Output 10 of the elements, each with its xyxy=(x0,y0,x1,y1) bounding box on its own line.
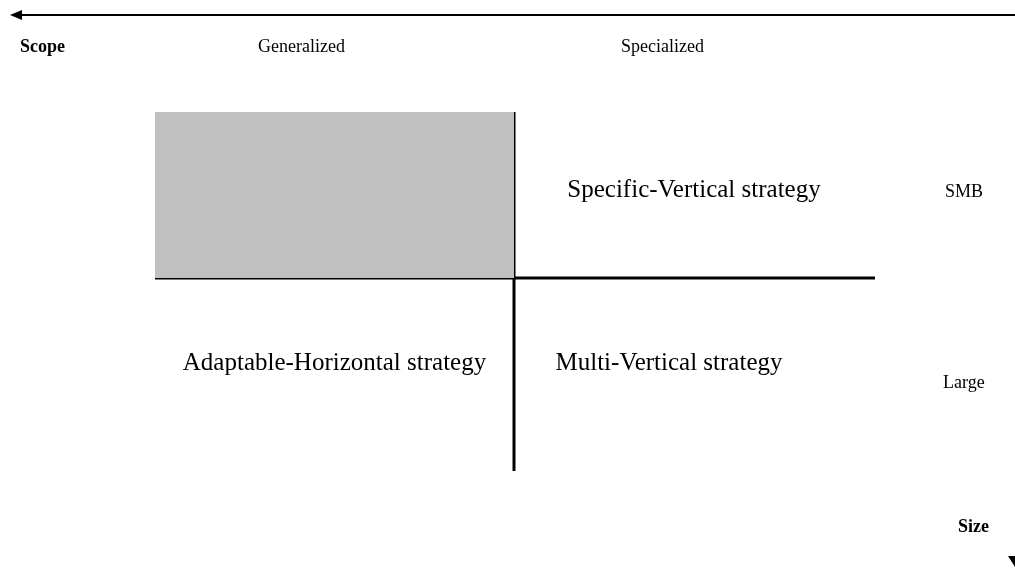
axis-title: Scope xyxy=(20,36,65,57)
axis-category: SMB xyxy=(945,181,984,202)
axis-category: Specialized xyxy=(621,36,704,57)
axis-category: Large xyxy=(943,372,985,393)
quadrant-label: Adaptable-Horizontal strategy xyxy=(182,347,487,377)
shaded-quadrant xyxy=(155,112,514,278)
quadrant-label: Multi-Vertical strategy xyxy=(555,347,783,377)
axis-category: Generalized xyxy=(258,36,345,57)
axis-title: Size xyxy=(958,516,989,537)
quadrant-label: Specific-Vertical strategy xyxy=(567,173,821,204)
